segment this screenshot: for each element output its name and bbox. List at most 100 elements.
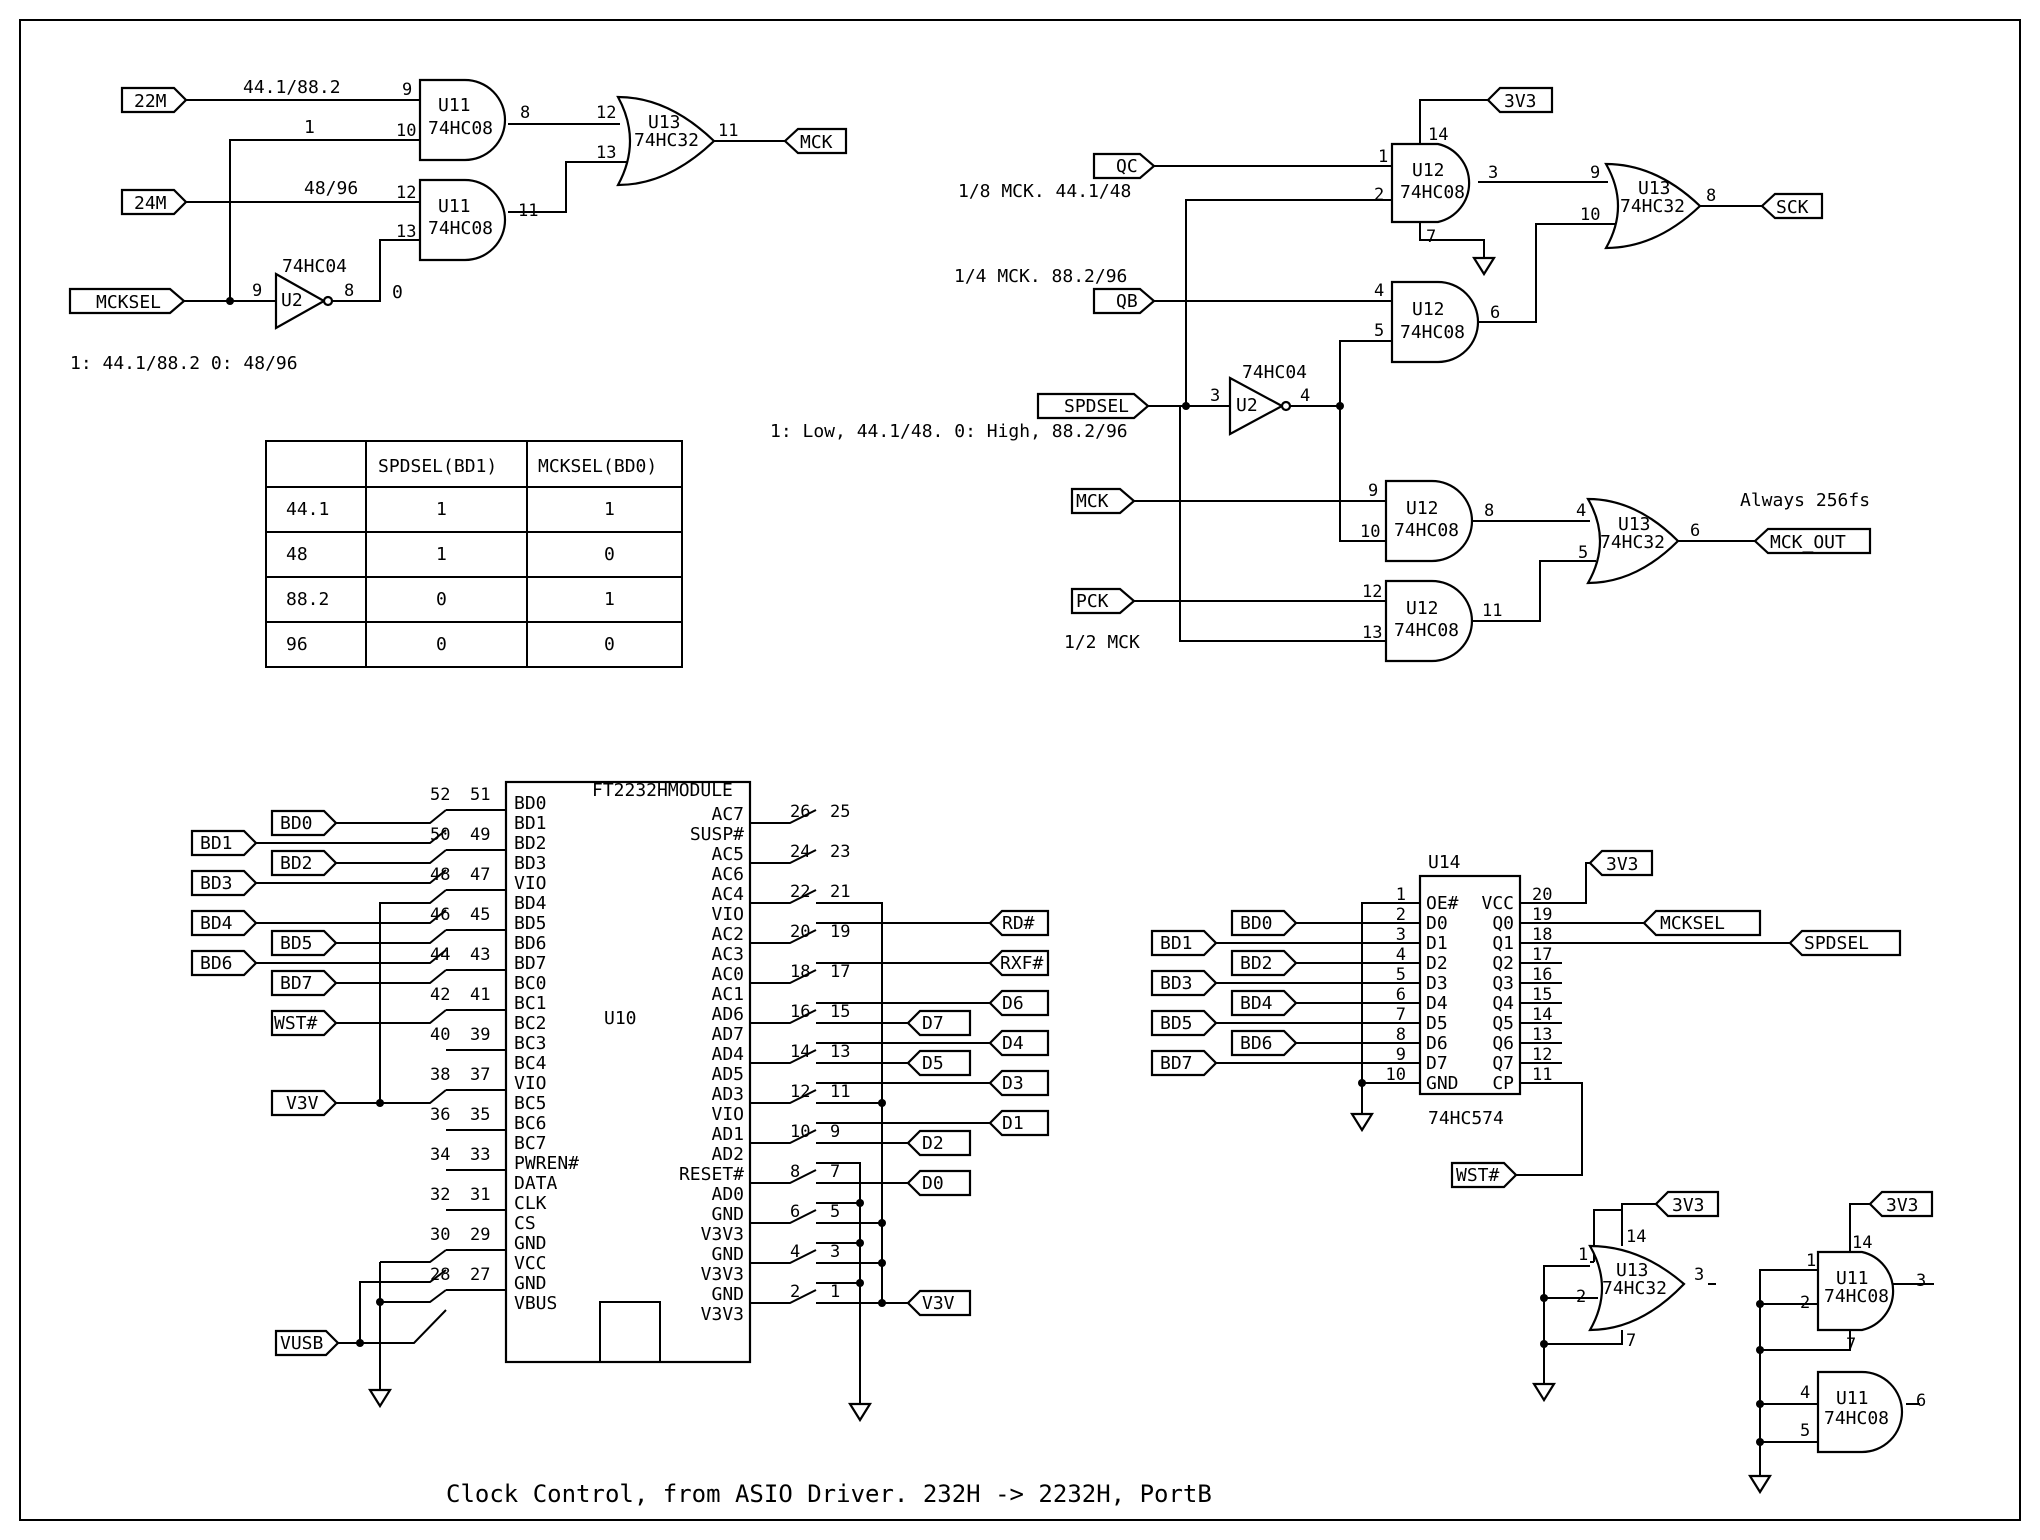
gate-ref: U11 [438, 95, 471, 116]
port-pck-in: PCK [1070, 587, 1136, 615]
port-label: MCKSEL [1660, 913, 1725, 934]
gate-type: 74HC08 [1400, 322, 1465, 343]
pin-number: 29 [470, 1225, 490, 1245]
port-rxf: RXF# [988, 949, 1050, 977]
module-pin: VIO [711, 904, 744, 925]
pin-label: BD1 [514, 813, 547, 834]
pin-label: VIO [711, 904, 744, 925]
pin-label: D0 [1426, 913, 1448, 934]
pin-label: VCC [1481, 893, 1514, 914]
pin-label: CS [514, 1213, 536, 1234]
module-pin: AC1 [711, 984, 744, 1005]
pin-number: 10 [396, 121, 416, 141]
port-bd4-latch: BD4 [1230, 989, 1298, 1017]
table-row: 96 0 0 [286, 634, 615, 655]
port-label: V3V [922, 1293, 955, 1314]
net-label: 48/96 [304, 178, 358, 199]
pin-number: 11 [830, 1082, 850, 1102]
port-label: BD4 [200, 913, 233, 934]
module-pin: VBUS [514, 1293, 557, 1314]
pin-number: 6 [1690, 521, 1700, 541]
port-bd6-left: BD6 [190, 949, 258, 977]
pin-number: 9 [830, 1122, 840, 1142]
mode-note: 1: Low, 44.1/48. 0: High, 88.2/96 [770, 421, 1128, 442]
port-bd3-latch: BD3 [1150, 969, 1218, 997]
port-v3v-left: V3V [270, 1089, 338, 1117]
pin-number: 2 [1396, 905, 1406, 925]
pin-label: AD1 [711, 1124, 744, 1145]
pin-label: D7 [1426, 1053, 1448, 1074]
ground-symbol [1350, 1112, 1374, 1133]
pin-number: 30 [430, 1225, 450, 1245]
port-d0: D0 [906, 1169, 972, 1197]
pin-number: 10 [1360, 522, 1380, 542]
port-label: WST# [274, 1013, 318, 1034]
pin-number: 39 [470, 1025, 490, 1045]
junction-dot [376, 1099, 384, 1107]
pin-number: 12 [596, 103, 616, 123]
port-3v3-u12: 3V3 [1486, 86, 1554, 114]
pin-number: 14 [1626, 1227, 1646, 1247]
gate-type: 74HC32 [634, 130, 699, 151]
pin-label: V3V3 [701, 1304, 744, 1325]
module-pin: BD4 [514, 893, 547, 914]
port-rd: RD# [988, 909, 1050, 937]
net-label: 1 [304, 117, 315, 138]
pin-number: 51 [470, 785, 490, 805]
port-bd5-latch: BD5 [1150, 1009, 1218, 1037]
pin-label: BC7 [514, 1133, 547, 1154]
pin-label: AC1 [711, 984, 744, 1005]
pin-number: 6 [1916, 1391, 1926, 1411]
port-label: MCK [1076, 491, 1109, 512]
port-label: D0 [922, 1173, 944, 1194]
pin-number: 15 [1532, 985, 1552, 1005]
latch-ref: U14 [1428, 852, 1461, 873]
pin-number: 24 [790, 842, 810, 862]
port-bd0-left: BD0 [270, 809, 338, 837]
module-pin: AC6 [711, 864, 744, 885]
port-label: D3 [1002, 1073, 1024, 1094]
ground-symbol [1472, 256, 1496, 277]
pin-number: 25 [830, 802, 850, 822]
pin-number: 3 [830, 1242, 840, 1262]
pin-number: 2 [1576, 1287, 1586, 1307]
port-mcksel-out: MCKSEL [1642, 909, 1762, 937]
table-cell: 0 [436, 589, 447, 610]
pin-label: BC4 [514, 1053, 547, 1074]
gate-ref: U11 [1836, 1268, 1869, 1289]
net-label: 1/4 MCK. 88.2/96 [954, 266, 1127, 287]
pin-number: 13 [830, 1042, 850, 1062]
pin-label: AD5 [711, 1064, 744, 1085]
module-body [504, 780, 752, 1364]
port-label: D2 [922, 1133, 944, 1154]
port-vusb-left: VUSB [274, 1329, 340, 1357]
module-pin: AD2 [711, 1144, 744, 1165]
pin-number: 40 [430, 1025, 450, 1045]
junction-dot [226, 297, 234, 305]
table-row: 48 1 0 [286, 544, 615, 565]
gate-u13-or-1: U13 74HC32 9 10 8 [1580, 162, 1716, 250]
pin-label: BC6 [514, 1113, 547, 1134]
port-wst-latch: WST# [1450, 1161, 1518, 1189]
top-left-circuit: 22M 24M MCKSEL MCK U11 74HC08 9 10 8 U11… [68, 77, 848, 374]
pin-number: 1 [1396, 885, 1406, 905]
port-sck-out: SCK [1760, 192, 1824, 220]
module-pin: BC0 [514, 973, 547, 994]
pin-number: 38 [430, 1065, 450, 1085]
junction-dot [856, 1199, 864, 1207]
gate-u13-or: U13 74HC32 12 13 11 [596, 95, 738, 187]
pin-number: 22 [790, 882, 810, 902]
junction-dot [1756, 1400, 1764, 1408]
gate-type: 74HC08 [1824, 1286, 1889, 1307]
pin-number: 43 [470, 945, 490, 965]
pin-number: 5 [1800, 1421, 1810, 1441]
